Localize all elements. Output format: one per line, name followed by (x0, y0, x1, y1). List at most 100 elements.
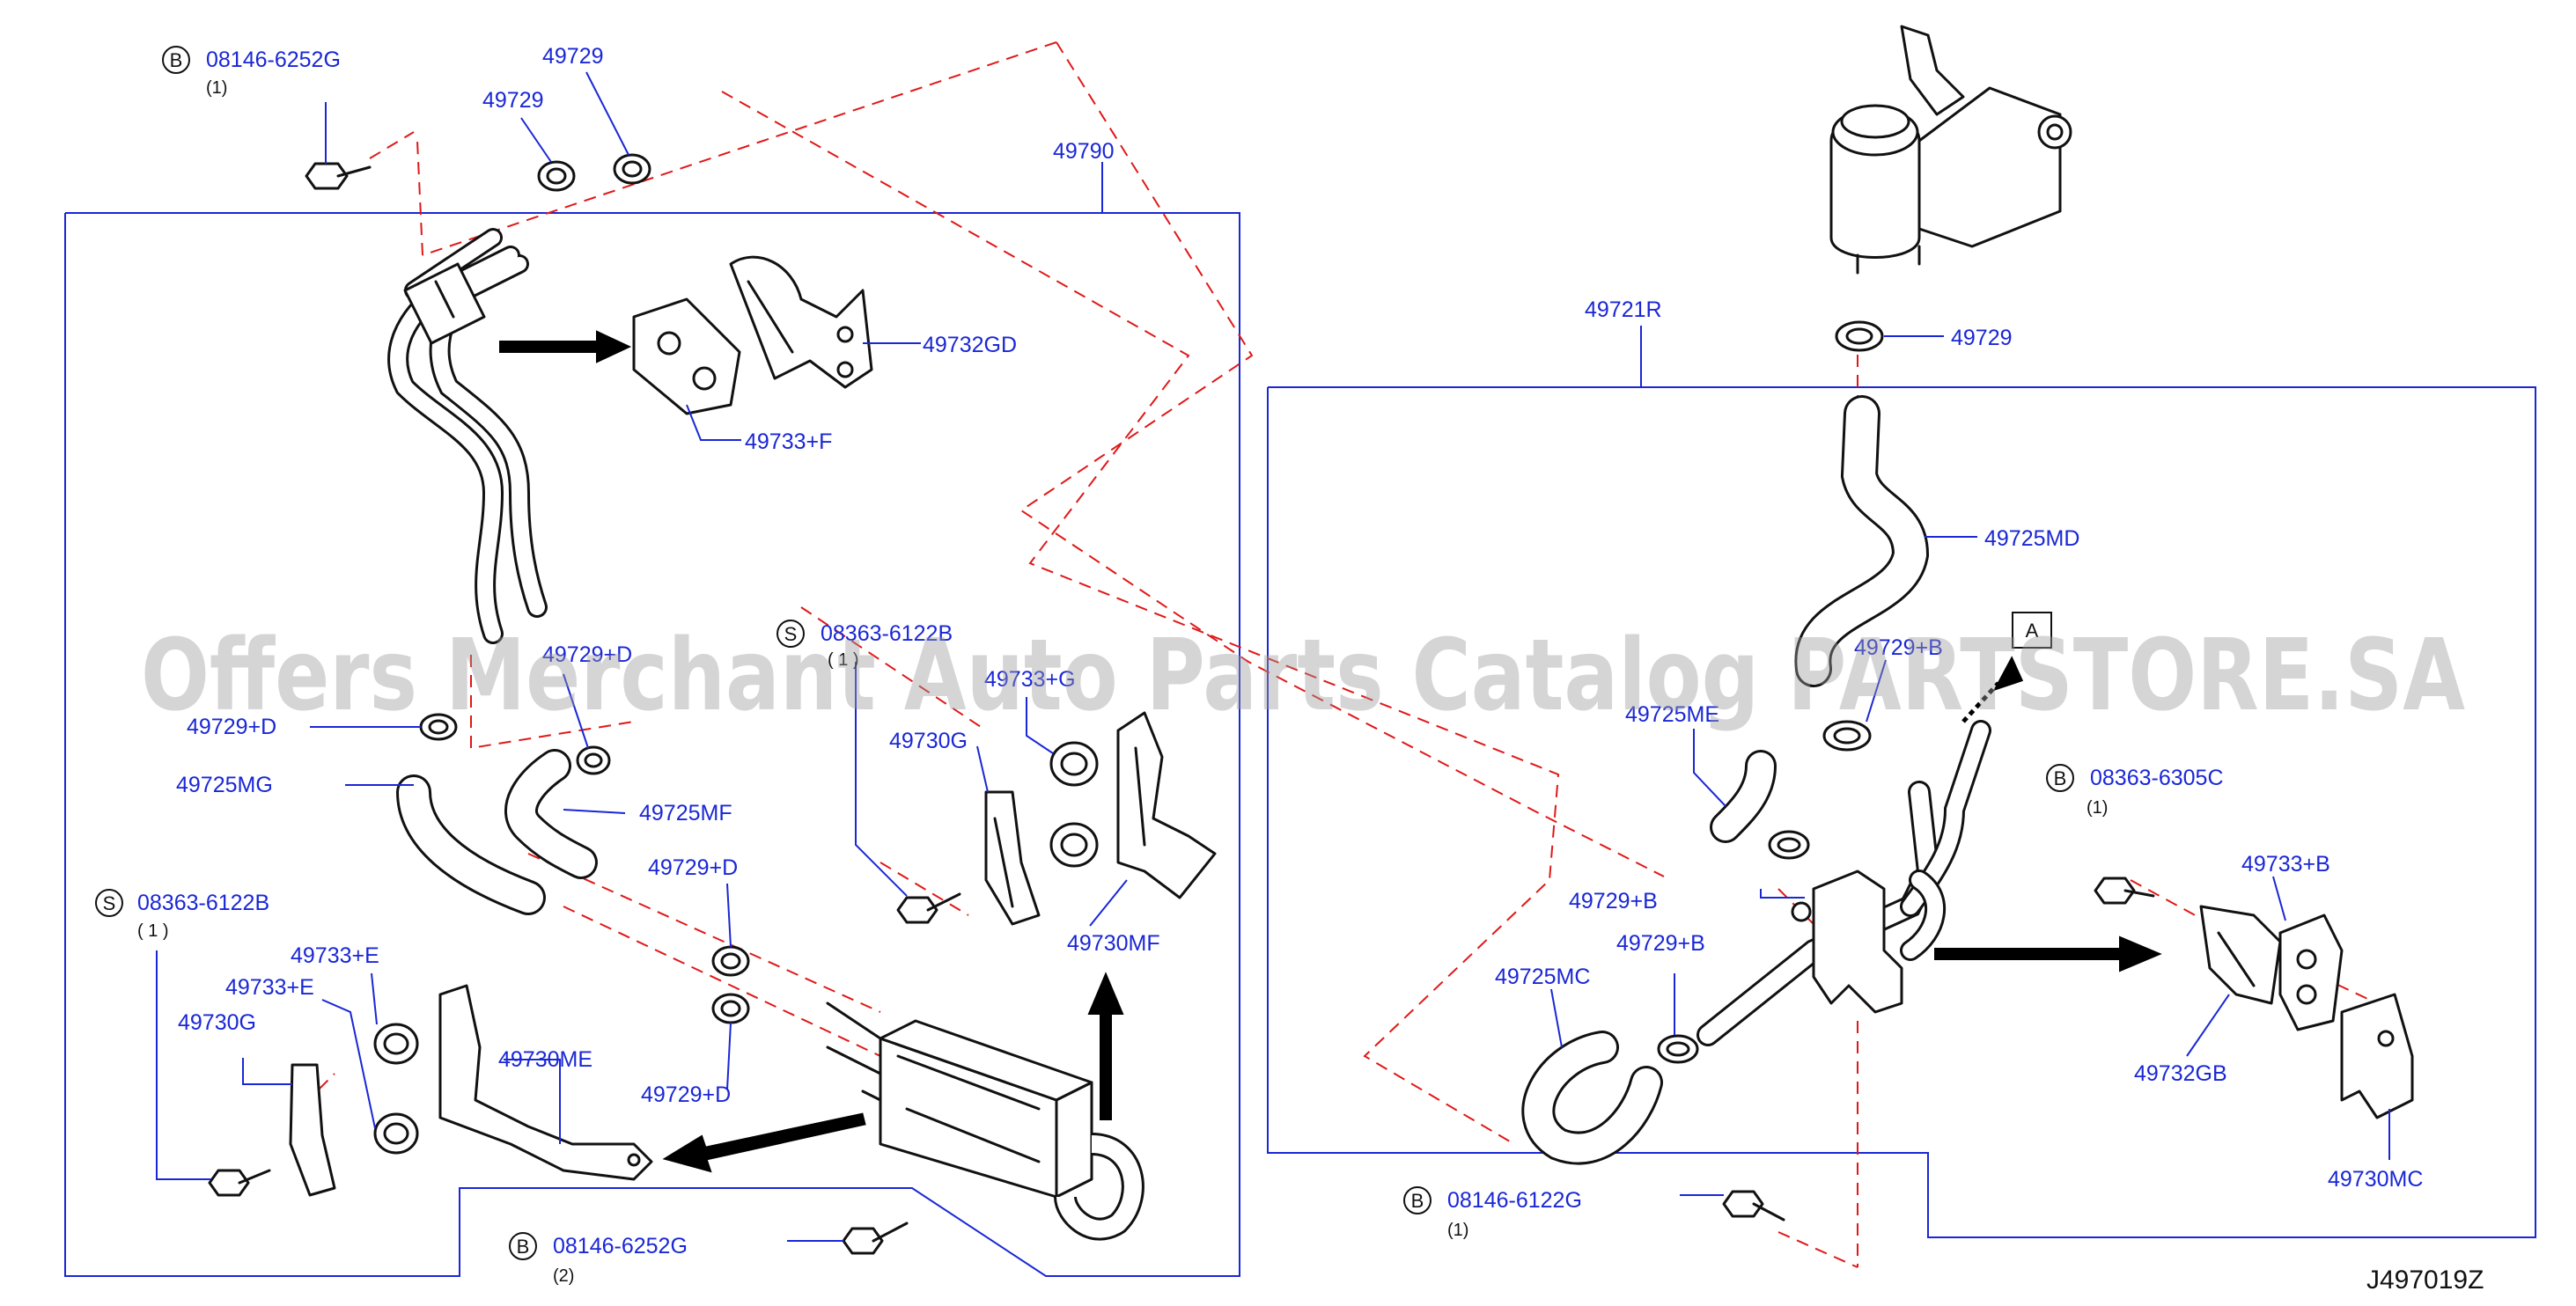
clamp-49730g (984, 790, 1041, 926)
bracket-gb-label[interactable]: 49732GB (2134, 1061, 2227, 1086)
screw-right-callout[interactable]: B 08363-6305C (1) (2046, 764, 2224, 818)
hose-mc-label[interactable]: 49725MC (1495, 965, 1590, 989)
direction-arrow-right (1934, 935, 2162, 972)
svg-text:S: S (103, 892, 116, 914)
clamp-top-b-label[interactable]: 49729 (542, 44, 604, 69)
clamp-d-mid-label[interactable]: 49729+D (648, 855, 738, 880)
screw-left-callout[interactable]: S 08363-6122B ( 1 ) (95, 889, 269, 941)
oil-cooler (826, 1002, 1144, 1241)
hose-49725mf (504, 749, 598, 879)
insulator-g-label[interactable]: 49733+G (984, 667, 1076, 692)
clamp-b-b-label[interactable]: 49729+B (1616, 931, 1705, 956)
bolt-bottom-icon (842, 1222, 909, 1255)
clamp-d-top (576, 745, 611, 775)
bracket-49730mc (2340, 993, 2414, 1119)
svg-text:B: B (170, 49, 183, 71)
clamp-b-top (1822, 720, 1872, 752)
view-a-label[interactable]: A (2026, 620, 2039, 642)
bolt-right-icon (1722, 1190, 1785, 1222)
clamp-b-a-label[interactable]: 49729+B (1569, 889, 1658, 913)
svg-text:S: S (784, 623, 798, 645)
hose-49725md (1794, 395, 1930, 687)
hose-49725mg (396, 774, 546, 915)
assembly-box-right (1267, 386, 2536, 1238)
svg-text:( 1 ): ( 1 ) (137, 921, 169, 941)
bracket-mc-label[interactable]: 49730MC (2328, 1167, 2423, 1192)
diagram-code: J497019Z (2366, 1266, 2484, 1295)
tube-bundle (355, 228, 548, 694)
clamp-top-b (613, 153, 651, 185)
insulator-f-label[interactable]: 49733+F (745, 429, 832, 454)
bracket-me-label[interactable]: 49730ME (498, 1047, 592, 1072)
view-a-arrow (1992, 656, 2024, 692)
bracket-49732gb (2199, 905, 2282, 1005)
insulator-e-a-label[interactable]: 49733+E (291, 943, 379, 968)
assembly-right-label[interactable]: 49721R (1585, 297, 1662, 322)
insulator-49733b (2278, 913, 2344, 1031)
bolt-right-screw-icon (2094, 877, 2155, 905)
clamp-g-label[interactable]: 49730G (889, 729, 968, 753)
clamp-reservoir (1835, 320, 1884, 352)
bracket-49730me (438, 984, 653, 1181)
clamp-top-a-label[interactable]: 49729 (482, 88, 544, 113)
direction-arrow-2 (662, 1112, 866, 1173)
hose-md-label[interactable]: 49725MD (1984, 526, 2079, 551)
direction-arrow-up (1087, 972, 1124, 1120)
bolt-right-callout[interactable]: B 08146-6122G (1) (1403, 1186, 1582, 1240)
insulator-b-label[interactable]: 49733+B (2241, 852, 2330, 877)
insulator-e-b-label[interactable]: 49733+E (225, 975, 314, 1000)
bolt-top-left-callout[interactable]: B 08146-6252G (1) (162, 46, 341, 98)
insulator-49733f (632, 297, 741, 415)
clamp-top-a (537, 160, 576, 192)
svg-text:08363-6305C: 08363-6305C (2090, 766, 2224, 790)
svg-text:(1): (1) (206, 78, 227, 98)
clamp-d-low (711, 993, 750, 1024)
hose-me-label[interactable]: 49725ME (1625, 702, 1719, 727)
clamp-b-a (1768, 830, 1810, 860)
view-a-box[interactable] (2012, 612, 2052, 649)
svg-text:08146-6252G: 08146-6252G (553, 1234, 688, 1258)
clamp-b-top-label[interactable]: 49729+B (1854, 635, 1943, 660)
insulator-49733g (1049, 741, 1099, 868)
reservoir-tank (1829, 25, 2072, 275)
clamp-d-left-label[interactable]: 49729+D (187, 715, 276, 739)
clamp-d-low-label[interactable]: 49729+D (641, 1082, 731, 1107)
clamp-49730g-left (289, 1063, 336, 1197)
svg-text:(1): (1) (1447, 1221, 1468, 1240)
labels: B 08146-6252G (1) 49729 49729 49790 4973… (95, 44, 2484, 1295)
bolt-left-screw-icon (208, 1169, 271, 1197)
bracket-mf-label[interactable]: 49730MF (1067, 931, 1160, 956)
svg-text:(1): (1) (2087, 798, 2108, 818)
watermark: Offers Merchant Auto Parts Catalog PARTS… (141, 619, 2465, 733)
svg-text:B: B (517, 1236, 530, 1258)
bracket-49732gd (729, 255, 873, 389)
clamp-d-mid (711, 945, 750, 977)
svg-text:08363-6122B: 08363-6122B (821, 621, 953, 646)
svg-text:08363-6122B: 08363-6122B (137, 891, 269, 915)
clamp-reservoir-label[interactable]: 49729 (1951, 326, 2013, 350)
bracket-gd-label[interactable]: 49732GD (923, 333, 1017, 357)
leaders (156, 71, 2390, 1242)
svg-text:08146-6252G: 08146-6252G (206, 48, 341, 72)
svg-text:(2): (2) (553, 1266, 574, 1286)
bracket-49730mf (1116, 711, 1217, 899)
hose-mg-label[interactable]: 49725MG (176, 773, 273, 797)
clamp-g-left-label[interactable]: 49730G (178, 1010, 256, 1035)
svg-text:B: B (1411, 1190, 1424, 1212)
screw-mid-callout[interactable]: S 08363-6122B ( 1 ) (776, 620, 953, 670)
hose-mf-label[interactable]: 49725MF (639, 801, 732, 825)
assembly-box-left (64, 212, 1240, 1277)
assembly-left-label[interactable]: 49790 (1053, 139, 1115, 164)
hose-49725mc (1521, 1031, 1663, 1165)
bolt-mid-screw-icon (896, 892, 961, 924)
hose-49725me (1710, 750, 1777, 843)
pipe-assembly-right (1696, 720, 1991, 1046)
svg-text:B: B (2054, 767, 2067, 789)
direction-arrow (499, 330, 632, 363)
clamp-d-top-label[interactable]: 49729+D (542, 642, 632, 667)
clamp-b-b (1657, 1034, 1699, 1064)
bolt-bottom-callout[interactable]: B 08146-6252G (2) (509, 1232, 688, 1286)
svg-text:08146-6122G: 08146-6122G (1447, 1188, 1582, 1213)
insulator-49733e (373, 1023, 419, 1155)
